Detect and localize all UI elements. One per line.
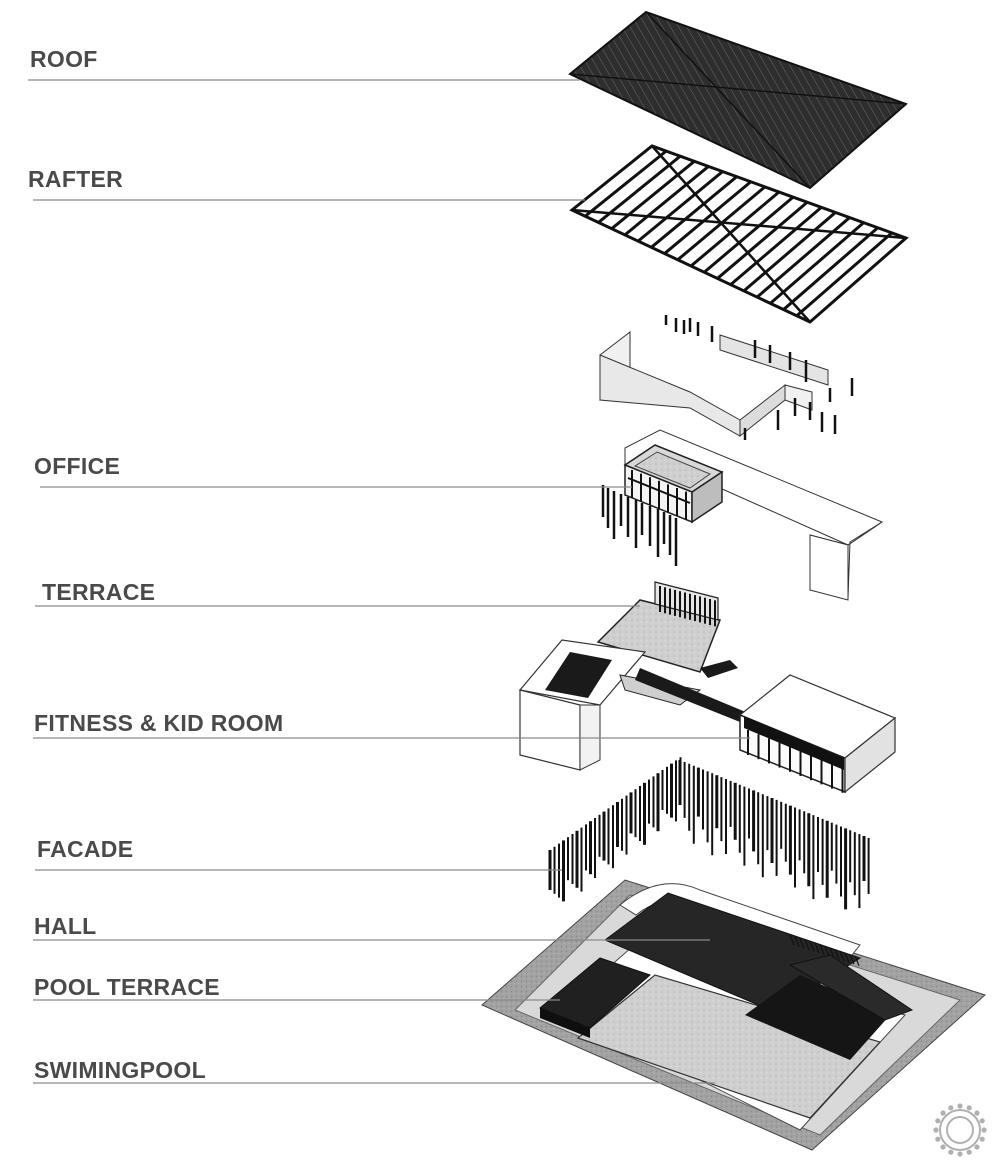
- terrace-label: TERRACE: [42, 579, 156, 605]
- rafter-member: [623, 165, 710, 237]
- gear-stamp-icon: [933, 1103, 987, 1157]
- rafter-member: [610, 160, 696, 230]
- ground-layer: [481, 879, 986, 1151]
- window-transom: [627, 477, 691, 504]
- rafter-label: RAFTER: [28, 166, 124, 192]
- rafter-member: [716, 201, 809, 280]
- gear-tooth: [948, 1105, 954, 1111]
- rafter-member: [637, 170, 724, 243]
- gear-tooth: [966, 1149, 972, 1155]
- hall-glazing-mullion: [789, 934, 795, 946]
- office-label: OFFICE: [34, 453, 121, 479]
- rafter-member: [742, 211, 837, 293]
- hall-glazing-mullion: [824, 945, 830, 957]
- rafter-member: [782, 226, 879, 311]
- gear-tooth: [940, 1144, 946, 1150]
- gear-tooth: [981, 1127, 987, 1133]
- hall-label: HALL: [34, 913, 97, 939]
- gear-tooth: [974, 1144, 980, 1150]
- gear-tooth: [935, 1118, 941, 1124]
- hall-glazing-mullion: [809, 941, 815, 952]
- rafter-member: [756, 216, 851, 299]
- hall-glazing-mullion: [799, 937, 805, 949]
- gear-tooth: [966, 1105, 972, 1111]
- gear-tooth: [957, 1103, 963, 1109]
- terrace-fitness-layer: [518, 581, 897, 794]
- swimingpool-label: SWIMINGPOOL: [34, 1057, 206, 1083]
- rafter-member: [650, 175, 738, 249]
- hall-glazing-mullion: [839, 950, 845, 962]
- leader-lines: [28, 79, 750, 1084]
- rafter-member: [597, 155, 682, 224]
- gear-tooth: [933, 1127, 939, 1133]
- gear-tooth: [948, 1149, 954, 1155]
- pool-terrace-label: POOL TERRACE: [34, 974, 220, 1000]
- gear-tooth: [974, 1110, 980, 1116]
- gear-tooth: [935, 1136, 941, 1142]
- gear-tooth: [979, 1118, 985, 1124]
- rafter-member: [795, 231, 893, 317]
- hall-glazing-mullion: [794, 936, 800, 947]
- gear-tooth: [940, 1110, 946, 1116]
- hall-glazing-mullion: [804, 939, 810, 951]
- rafter-member: [584, 149, 668, 218]
- hall-glazing-mullion: [829, 947, 835, 959]
- rafter-member: [690, 190, 780, 268]
- rafter-member: [676, 185, 766, 261]
- hall-glazing-mullion: [814, 942, 820, 954]
- rafter-member: [729, 206, 823, 286]
- office-layer: [601, 429, 884, 601]
- hall-glazing-mullion: [819, 944, 825, 955]
- roof-label: ROOF: [30, 46, 98, 72]
- gear-tooth: [979, 1136, 985, 1142]
- upper-walls-layer: [599, 315, 854, 440]
- rafter-member: [663, 180, 752, 255]
- hall-glazing-mullion: [854, 955, 860, 967]
- facade-label: FACADE: [37, 836, 134, 862]
- facade-layer: [548, 757, 870, 910]
- hall-glazing-mullion: [844, 952, 850, 963]
- gear-tooth: [957, 1151, 963, 1157]
- rafter-member: [769, 221, 865, 305]
- fitness-kid-room-label: FITNESS & KID ROOM: [34, 710, 284, 736]
- hall-glazing-mullion: [834, 949, 840, 960]
- rafter-layer: [569, 144, 909, 324]
- hall-glazing-mullion: [849, 953, 855, 965]
- rafter-member: [703, 195, 795, 274]
- roof-layer: [568, 10, 908, 190]
